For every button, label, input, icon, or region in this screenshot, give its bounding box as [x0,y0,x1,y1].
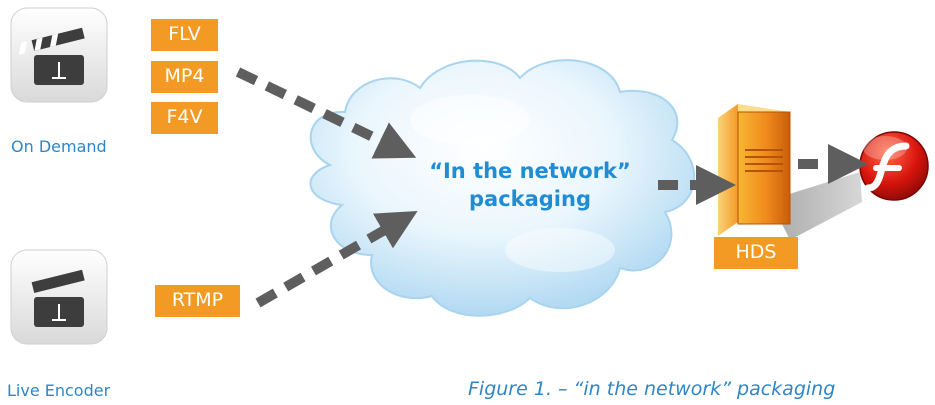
clapperboard-icon-on-demand [10,7,108,103]
server-label-hds: HDS [714,237,798,269]
format-label-rtmp: RTMP [155,285,240,317]
format-label-flv: FLV [151,19,218,51]
arrow-live-to-cloud [255,211,418,308]
format-label-mp4: MP4 [151,61,218,93]
server-icon [718,104,791,236]
cloud-label-line-2: packaging [468,187,591,212]
figure-caption: Figure 1. – “in the network” packaging [468,378,836,400]
server-shadow [770,172,862,240]
on-demand-caption: On Demand [11,137,107,156]
cloud-label: “In the network” packaging [415,157,645,214]
live-encoder-caption: Live Encoder [7,381,111,400]
cloud-label-line-1: “In the network” [429,159,631,183]
clapperboard-icon-live [10,249,108,345]
format-label-f4v: F4V [151,102,218,134]
flash-player-icon [859,131,929,201]
